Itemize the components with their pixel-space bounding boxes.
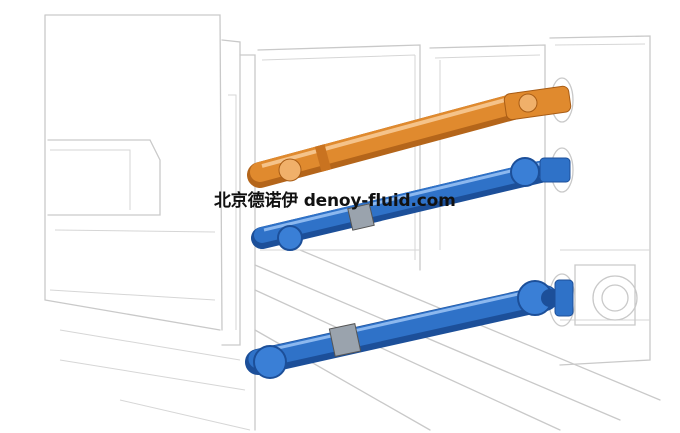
watermark-text: 北京德诺伊 denoy-fluid.com [214, 191, 456, 211]
blue-drive-shaft-upper [251, 157, 571, 251]
orange-drive-shaft [247, 85, 572, 188]
blue-drive-shaft-lower [245, 279, 574, 379]
floor-rails [59, 249, 661, 431]
left-frame [44, 14, 256, 431]
